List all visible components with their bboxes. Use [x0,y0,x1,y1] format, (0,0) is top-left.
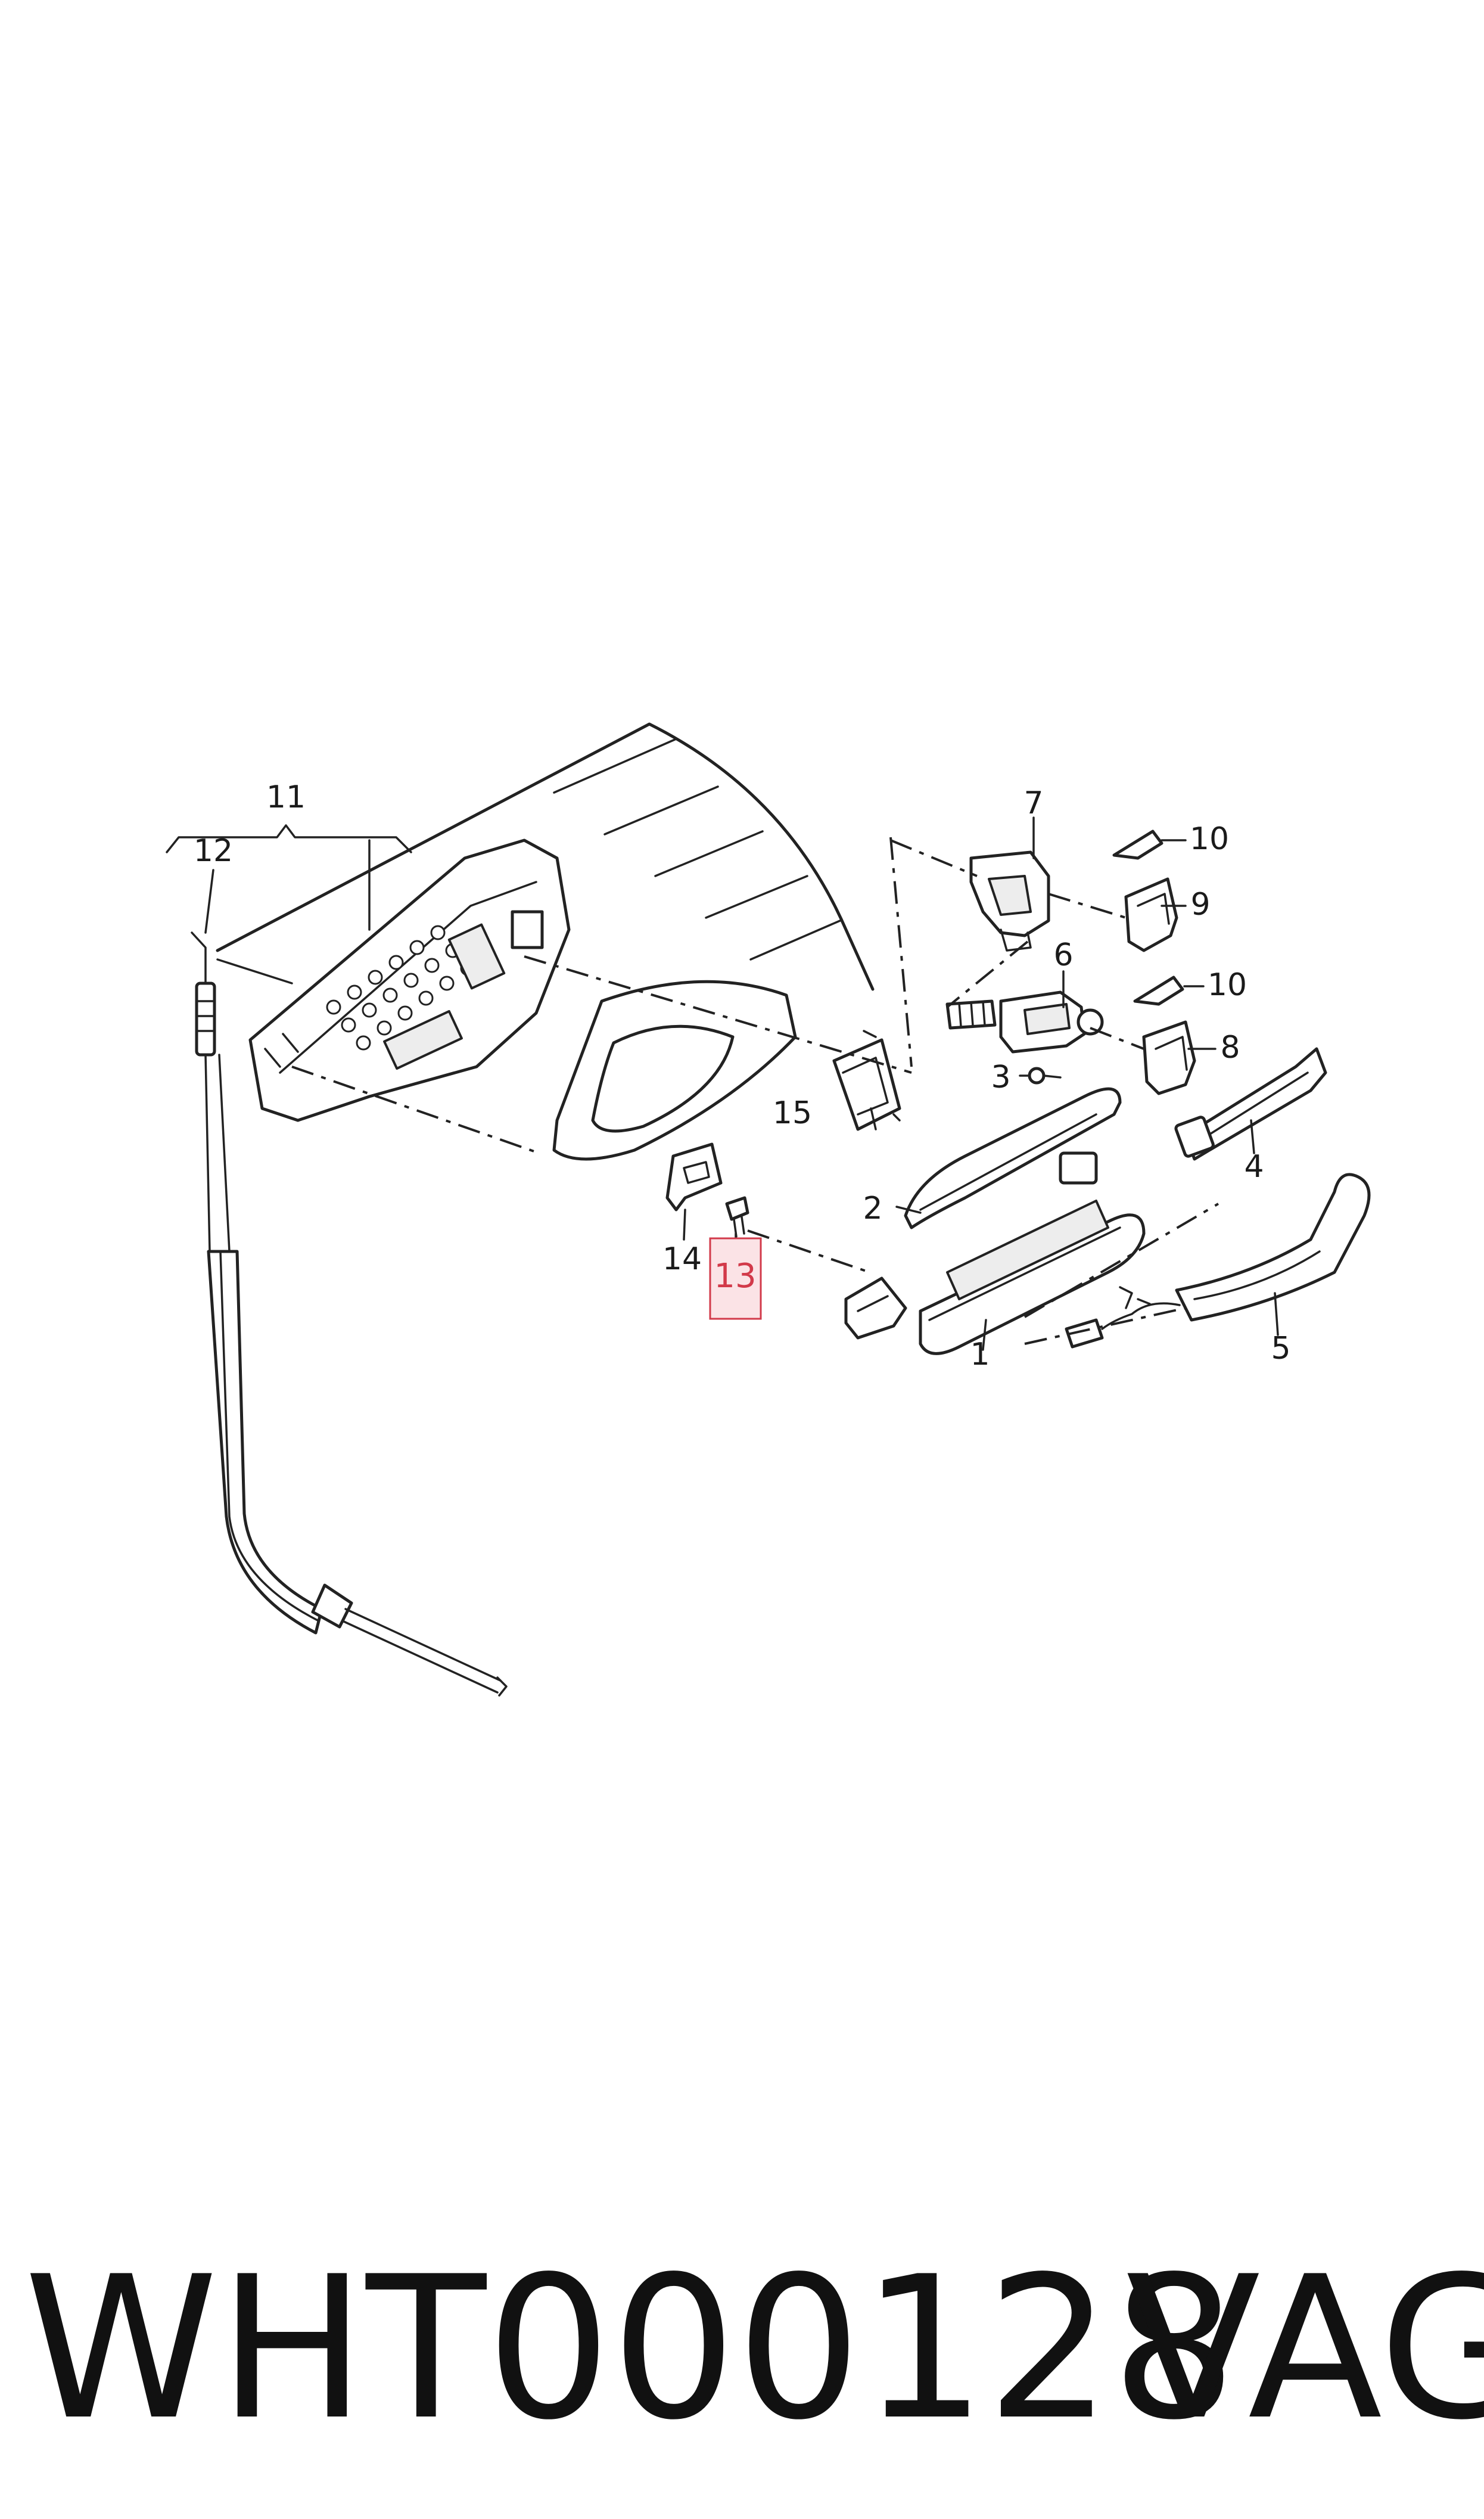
screw-3 [1028,1067,1062,1085]
callout-11-bracket [166,824,412,984]
sensor-strip-4 [1174,1047,1327,1161]
part-number-label: WHT000128 [24,2234,1237,2463]
callout-4[interactable]: 4 [1244,1149,1264,1185]
bracket-clip [832,1030,901,1131]
lock-housing [969,850,1050,952]
callout-7[interactable]: 7 [1023,785,1043,821]
bowden-cable [191,931,508,1697]
callout-13-highlight-box [709,1237,762,1320]
callout-15[interactable]: 15 [773,1095,812,1131]
cover-cap-9 [1124,877,1178,952]
door-panel [216,722,875,991]
handle-trim [904,1087,1122,1229]
callout-10-lower[interactable]: 10 [1208,967,1247,1003]
insert-10-lower [1133,976,1184,1006]
callout-1[interactable]: 1 [970,1337,990,1372]
callout-11[interactable]: 11 [266,779,306,815]
door-handle-carrier [248,838,571,1122]
callout-9[interactable]: 9 [1190,887,1210,923]
callout-labels: 1 2 3 4 5 6 7 8 9 10 10 11 12 14 15 13 [194,779,1291,1372]
callout-8[interactable]: 8 [1220,1030,1240,1066]
handle-seal [552,980,797,1212]
callout-3[interactable]: 3 [991,1060,1010,1095]
sensor-strip-5 [1065,1173,1371,1349]
callout-5[interactable]: 5 [1271,1331,1290,1366]
callout-12[interactable]: 12 [194,833,233,869]
cover-cap-8 [1142,1020,1196,1095]
screw-13 [725,1196,749,1238]
leader-lines [204,816,1279,1351]
assembly-axis-lines [291,837,1219,1345]
brand-label: VAG [1126,2234,1484,2463]
callout-14[interactable]: 14 [662,1241,702,1277]
callout-6[interactable]: 6 [1053,937,1073,973]
outer-door-handle [844,1151,1146,1355]
callout-10-upper[interactable]: 10 [1190,821,1229,857]
callout-2[interactable]: 2 [863,1191,882,1226]
lock-cylinder [945,990,1104,1054]
insert-10-upper [1112,830,1163,860]
callout-13[interactable]: 13 [714,1257,756,1296]
